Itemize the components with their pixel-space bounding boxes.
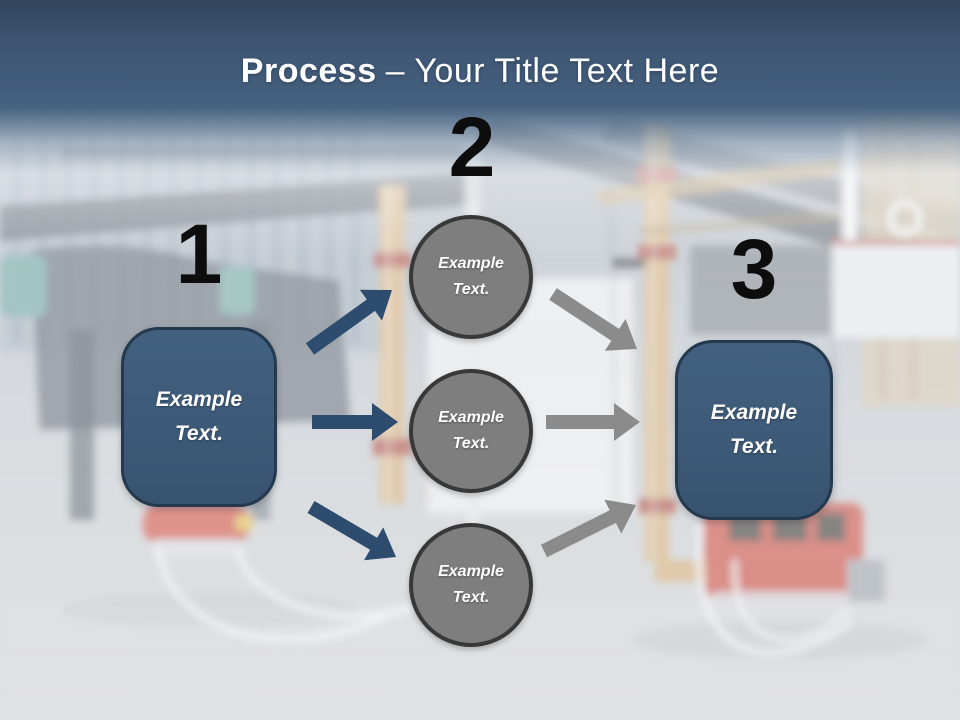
step2-circle-middle-label: Example Text. xyxy=(438,408,504,452)
step3-box[interactable]: Example Text. xyxy=(675,340,833,520)
step-number-1: 1 xyxy=(175,207,223,301)
slide-title[interactable]: Process– Your Title Text Here xyxy=(0,52,960,90)
step2-circle-top-label: Example Text. xyxy=(438,254,504,298)
step1-box-label: Example Text. xyxy=(155,388,243,445)
step2-circle-bottom[interactable]: Example Text. xyxy=(409,523,533,647)
step2-circle-bottom-label: Example Text. xyxy=(438,562,504,606)
title-banner: Process– Your Title Text Here xyxy=(0,0,960,230)
title-bold-text: Process xyxy=(240,52,377,90)
step2-circle-top[interactable]: Example Text. xyxy=(409,215,533,339)
step1-box[interactable]: Example Text. xyxy=(121,327,277,507)
step-number-3: 3 xyxy=(730,222,778,316)
step3-box-label: Example Text. xyxy=(710,401,798,458)
step-number-2: 2 xyxy=(448,100,496,194)
step2-circle-middle[interactable]: Example Text. xyxy=(409,369,533,493)
title-regular-text: – Your Title Text Here xyxy=(385,52,720,90)
